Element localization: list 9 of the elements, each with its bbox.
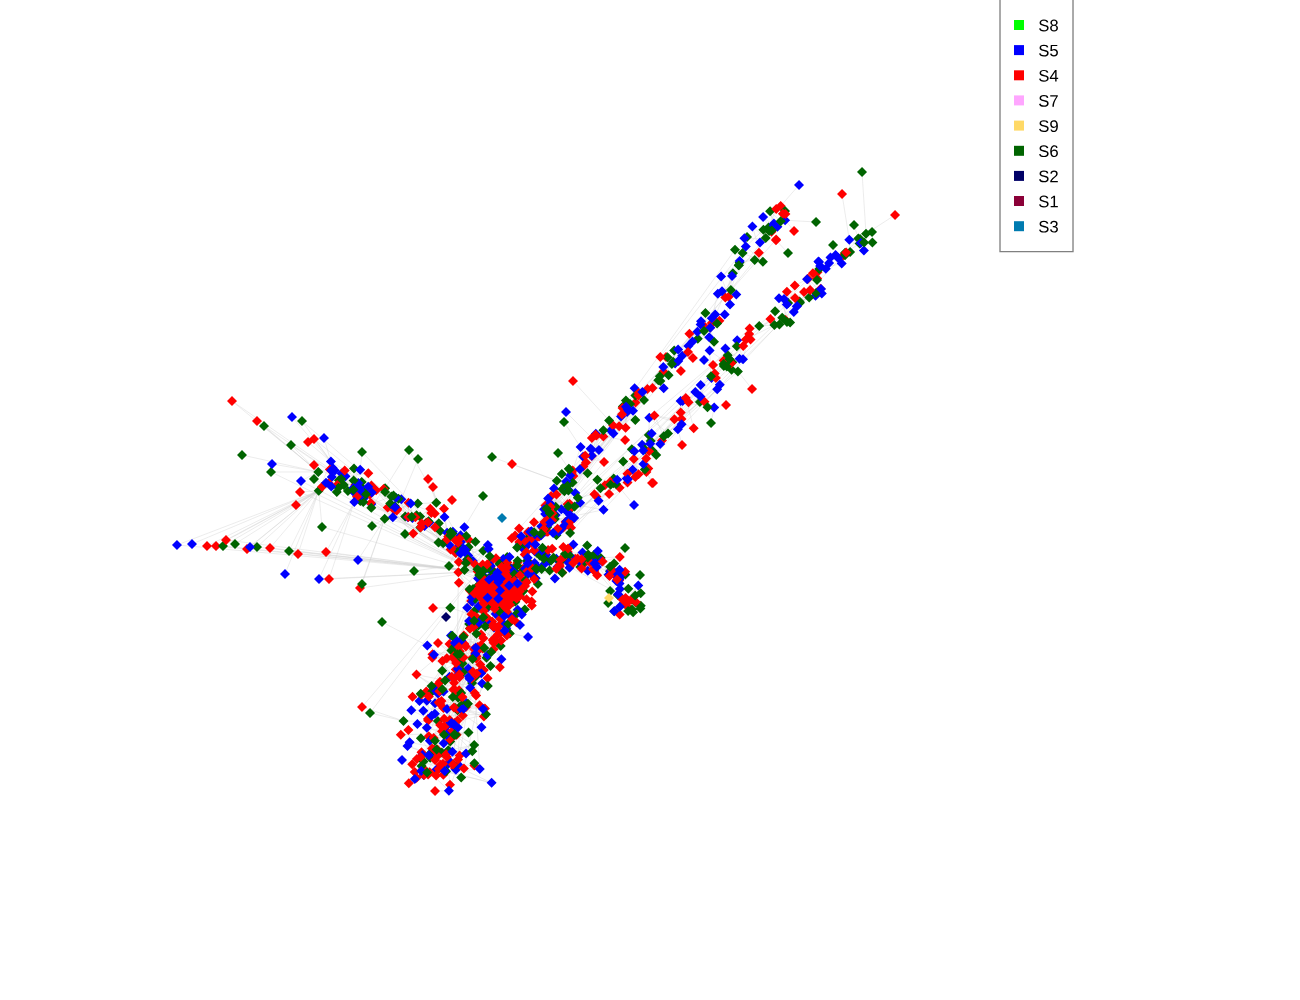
legend-label: S9: [1039, 120, 1058, 132]
legend-label: S3: [1039, 220, 1058, 233]
legend-label: S7: [1039, 95, 1058, 107]
legend-label: S2: [1039, 170, 1058, 183]
legend-label: S5: [1039, 44, 1058, 57]
legend-label: S1: [1039, 195, 1058, 208]
legend-label: S6: [1039, 145, 1058, 158]
legend-label: S4: [1039, 69, 1059, 82]
legend-label: S8: [1039, 19, 1058, 32]
